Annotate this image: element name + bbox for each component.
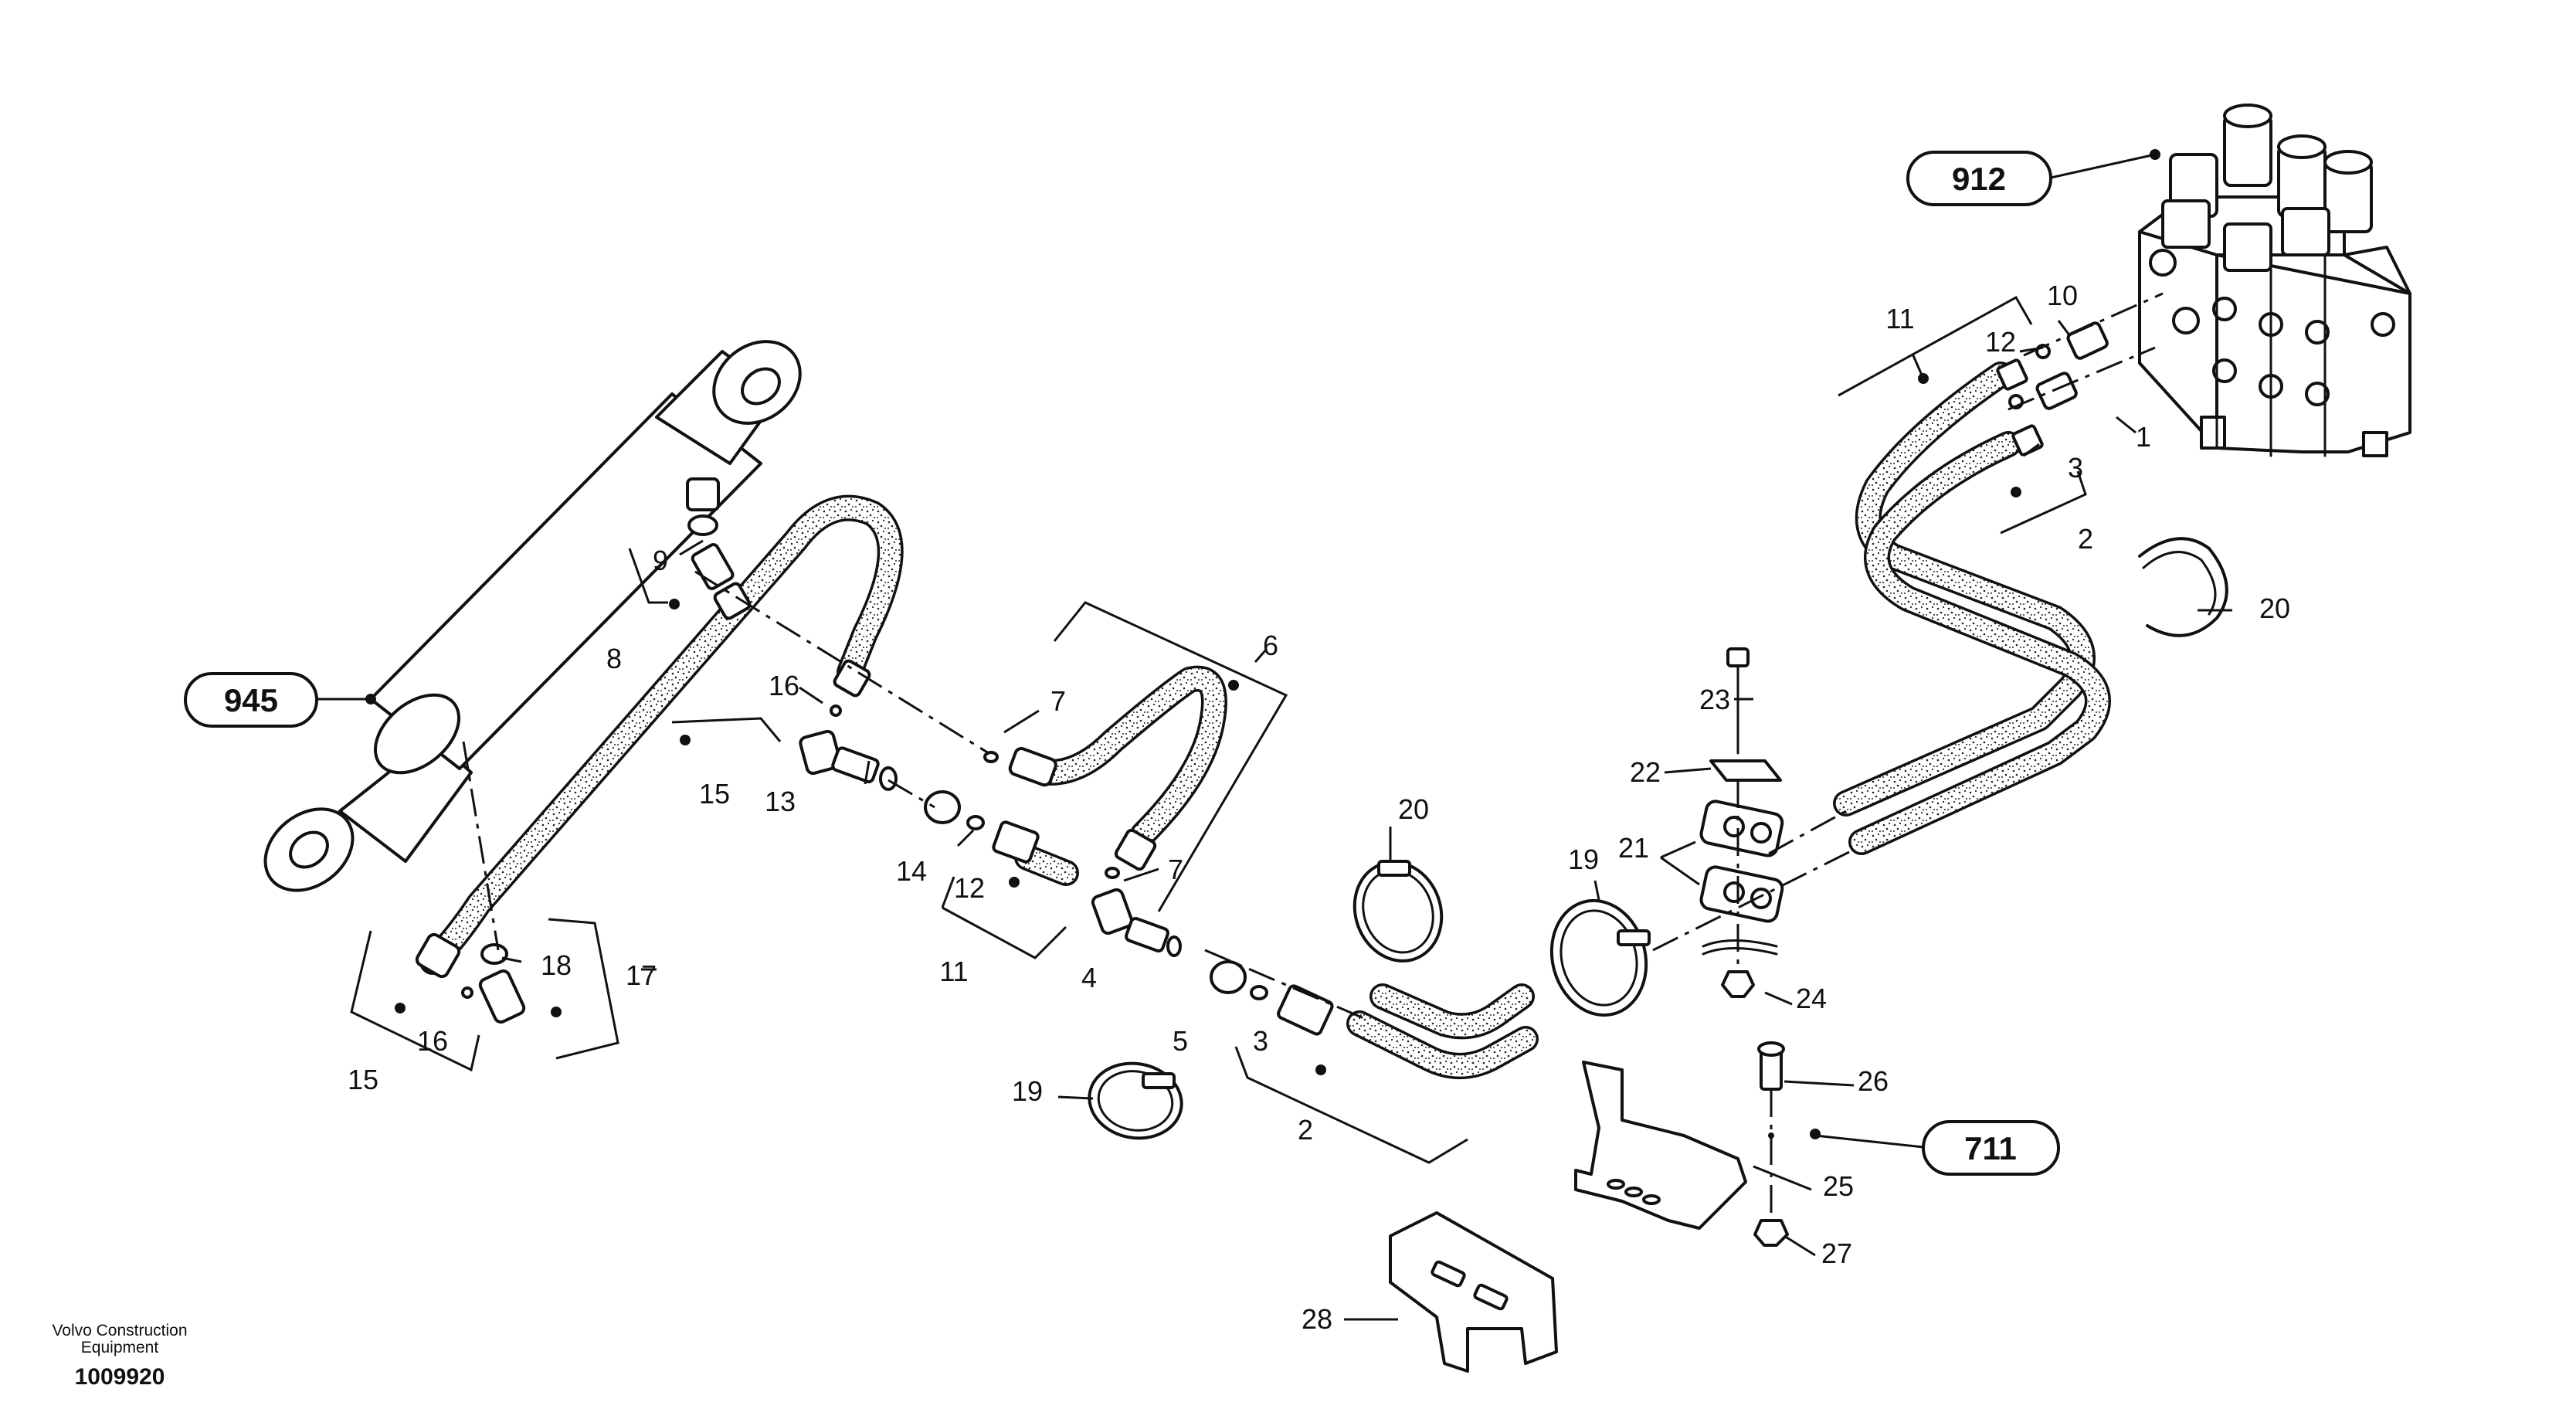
callout-2b: 2 <box>1298 1114 1313 1146</box>
callout-10: 10 <box>2047 280 2078 311</box>
hose-clamps <box>1088 537 2228 1140</box>
control-valve <box>2138 104 2411 457</box>
fittings <box>415 321 2109 1373</box>
callout-16: 16 <box>769 670 799 701</box>
callout-12: 12 <box>1985 326 2016 358</box>
callout-27: 27 <box>1821 1238 1852 1269</box>
indicator-dots <box>365 149 2160 1139</box>
callout-26: 26 <box>1858 1065 1889 1097</box>
reference-912[interactable]: 912 <box>1906 151 2052 206</box>
center-lines <box>462 292 2164 1221</box>
callout-20b: 20 <box>1398 793 1429 825</box>
callout-12b: 12 <box>954 872 985 904</box>
reference-912-label: 912 <box>1952 161 2006 197</box>
callout-13: 13 <box>765 786 796 817</box>
callout-19b: 19 <box>1012 1075 1043 1107</box>
callout-22: 22 <box>1630 756 1661 788</box>
callout-4: 4 <box>1081 962 1097 993</box>
callout-1: 1 <box>2136 421 2151 453</box>
callout-11: 11 <box>1885 303 1914 334</box>
reference-711[interactable]: 711 <box>1922 1120 2060 1176</box>
callout-16b: 16 <box>417 1025 448 1057</box>
drawing-number: 1009920 <box>74 1364 165 1390</box>
callout-28: 28 <box>1302 1303 1332 1335</box>
reference-945-label: 945 <box>224 682 278 718</box>
callout-23: 23 <box>1699 684 1730 715</box>
callout-19: 19 <box>1568 844 1599 875</box>
callout-6: 6 <box>1263 630 1278 661</box>
reference-711-label: 711 <box>1964 1130 2017 1166</box>
callout-21: 21 <box>1618 832 1649 864</box>
callout-15: 15 <box>699 778 730 810</box>
callout-3b: 3 <box>1253 1025 1268 1057</box>
footer-brand: Volvo Construction Equipment <box>52 1322 188 1356</box>
callout-15b: 15 <box>348 1064 378 1095</box>
callout-3: 3 <box>2068 452 2083 484</box>
callout-2: 2 <box>2078 523 2093 555</box>
hoses <box>419 362 2111 1079</box>
callout-20: 20 <box>2259 592 2290 624</box>
leader-lines <box>317 153 2232 1321</box>
callout-17: 17 <box>626 959 657 991</box>
callout-18: 18 <box>541 949 572 981</box>
callout-7b: 7 <box>1168 854 1183 885</box>
callout-9: 9 <box>653 545 668 576</box>
hydraulic-cylinder <box>263 340 802 892</box>
callout-5: 5 <box>1173 1025 1188 1057</box>
callout-25: 25 <box>1823 1170 1854 1202</box>
reference-945[interactable]: 945 <box>184 672 318 728</box>
callout-8: 8 <box>606 643 622 674</box>
callout-labels: 11 10 12 1 3 2 20 23 22 21 19 20 24 26 2… <box>348 280 2290 1335</box>
callout-24: 24 <box>1796 983 1827 1014</box>
callout-11b: 11 <box>939 956 968 987</box>
callout-7: 7 <box>1050 685 1066 717</box>
callout-14: 14 <box>896 855 927 887</box>
